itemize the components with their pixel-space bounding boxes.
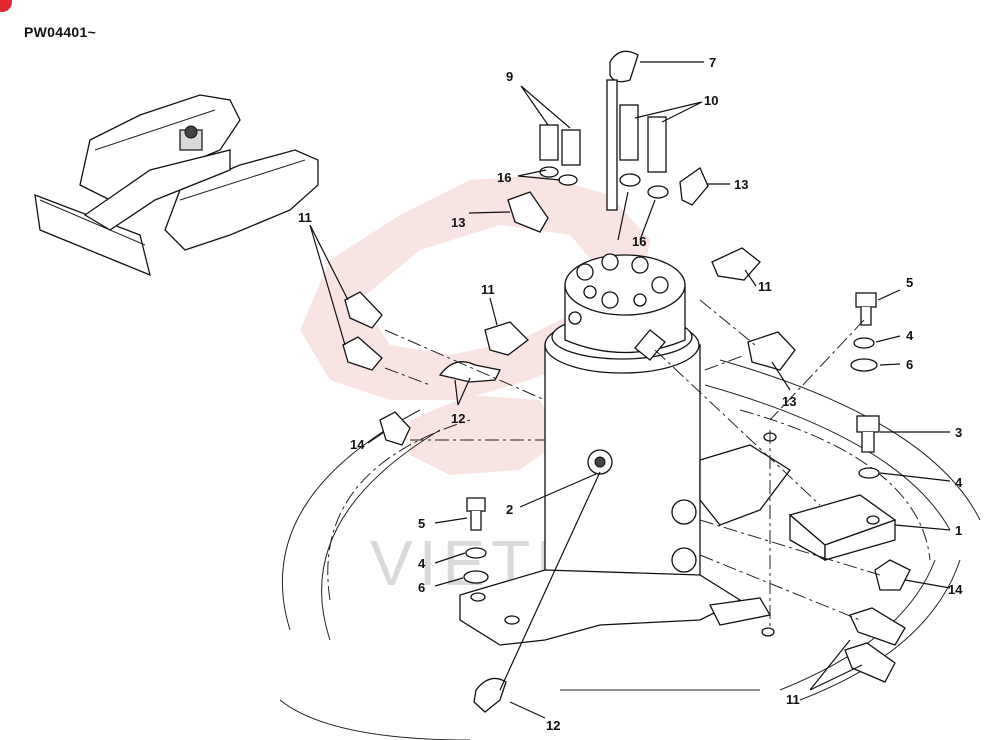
callout-16: 16 — [497, 170, 511, 185]
callout-labels: 1 2 3 4 4 4 5 5 6 6 7 9 10 11 11 11 11 1… — [298, 55, 963, 733]
callout-4: 4 — [955, 475, 963, 490]
callout-11: 11 — [481, 282, 495, 297]
bolt-set-left — [463, 497, 489, 584]
callout-14: 14 — [350, 437, 365, 452]
callout-4: 4 — [906, 328, 914, 343]
callout-11: 11 — [298, 210, 312, 225]
callout-4: 4 — [418, 556, 426, 571]
callout-13: 13 — [734, 177, 748, 192]
callout-1: 1 — [955, 523, 962, 538]
callout-11: 11 — [758, 279, 772, 294]
callout-13: 13 — [451, 215, 465, 230]
callout-11: 11 — [786, 692, 800, 707]
callout-12: 12 — [451, 411, 465, 426]
side-fittings — [342, 247, 911, 713]
callout-6: 6 — [418, 580, 425, 595]
callout-3: 3 — [955, 425, 962, 440]
callout-5: 5 — [906, 275, 913, 290]
bracket-part-1 — [699, 432, 897, 637]
callout-12: 12 — [546, 718, 560, 733]
callout-13: 13 — [782, 394, 796, 409]
serial-number: PW04401~ — [24, 24, 97, 40]
callout-16: 16 — [632, 234, 646, 249]
top-fittings — [507, 50, 709, 233]
callout-7: 7 — [709, 55, 716, 70]
leader-lines — [309, 61, 951, 719]
callout-6: 6 — [906, 357, 913, 372]
bolt-set-right — [850, 292, 880, 479]
corner-mark — [0, 0, 12, 12]
machine-overview-illustration — [34, 94, 319, 277]
callout-9: 9 — [506, 69, 513, 84]
callout-2: 2 — [506, 502, 513, 517]
callout-10: 10 — [704, 93, 718, 108]
callout-14: 14 — [948, 582, 963, 597]
frame-rings — [279, 359, 981, 740]
swivel-joint-body — [459, 253, 742, 646]
callout-5: 5 — [418, 516, 425, 531]
